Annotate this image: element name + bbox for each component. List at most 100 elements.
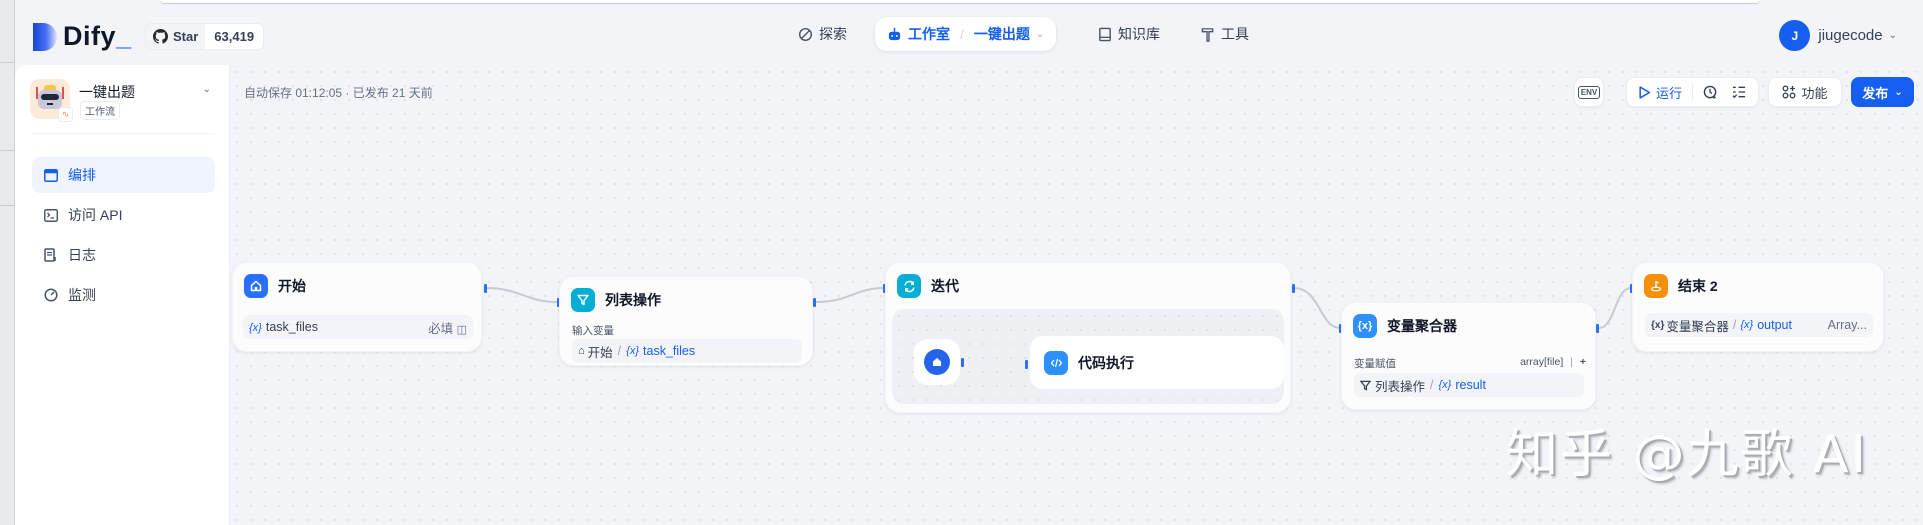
sidebar-item-logs[interactable]: 日志: [32, 237, 215, 273]
start-variable-row[interactable]: {x}task_files 必填 ◫: [243, 315, 473, 339]
sidebar-item-orchestrate[interactable]: 编排: [32, 157, 215, 193]
nav-tools[interactable]: 工具: [1201, 17, 1249, 51]
background-window-edge: [0, 0, 15, 525]
nav-studio[interactable]: 工作室 / 一键出题 ⌄: [875, 17, 1057, 51]
run-toolbar: 运行: [1626, 77, 1759, 107]
filter-icon: [1360, 380, 1371, 391]
chevron-down-icon: ⌄: [1888, 30, 1897, 41]
gauge-icon: [44, 288, 58, 302]
checklist-icon[interactable]: [1732, 85, 1747, 99]
input-handle[interactable]: [1630, 284, 1633, 293]
star-label: Star: [173, 29, 199, 44]
play-icon: [1639, 85, 1651, 99]
output-handle[interactable]: [1292, 284, 1295, 293]
code-icon: [1044, 350, 1068, 375]
variable-icon: {x}: [1438, 379, 1452, 391]
user-name: jiugecode: [1818, 27, 1883, 44]
node-end[interactable]: 结束 2 {x} 变量聚合器 / {x} output Array...: [1632, 262, 1884, 352]
output-handle[interactable]: [961, 358, 964, 367]
filter-icon: [571, 288, 595, 312]
grid-icon: [1783, 85, 1796, 99]
history-icon[interactable]: [1703, 85, 1718, 100]
input-handle[interactable]: [1339, 324, 1342, 333]
github-icon: [153, 29, 168, 44]
terminal-icon: [44, 208, 58, 222]
star-count: 63,419: [205, 24, 264, 49]
node-title: 迭代: [931, 278, 959, 294]
loop-icon: [897, 274, 921, 298]
book-icon: [1099, 27, 1111, 41]
node-start[interactable]: 开始 {x}task_files 必填 ◫: [232, 262, 482, 352]
node-iteration[interactable]: 迭代 代码执行: [885, 262, 1291, 413]
variable-icon: {x}: [249, 322, 262, 334]
node-title: 代码执行: [1078, 354, 1134, 371]
flag-end-icon: [1644, 274, 1668, 298]
variable-icon: {x}: [626, 345, 640, 357]
chevron-down-icon[interactable]: ⌄: [1035, 28, 1045, 40]
required-label: 必填: [428, 321, 454, 336]
input-handle[interactable]: [1025, 360, 1028, 369]
features-button[interactable]: 功能: [1768, 77, 1842, 107]
end-output-row[interactable]: {x} 变量聚合器 / {x} output Array...: [1645, 313, 1873, 337]
input-variable-label: 输入变量: [572, 325, 614, 337]
background-window-strip: [0, 0, 1923, 7]
variable-icon: {x}: [1353, 314, 1377, 338]
avatar: J: [1779, 20, 1811, 51]
env-button[interactable]: ENV: [1574, 77, 1604, 107]
nav-explore[interactable]: 探索: [798, 17, 847, 51]
divider: [30, 133, 214, 134]
iteration-start-node[interactable]: [914, 339, 960, 385]
node-list-operation[interactable]: 列表操作 输入变量 ⌂ 开始 / {x} task_files: [559, 276, 813, 366]
home-icon: [244, 274, 268, 298]
input-handle[interactable]: [557, 298, 560, 307]
dify-logo[interactable]: Dify_: [33, 21, 132, 52]
type-label: Array...: [1827, 318, 1867, 332]
file-icon: ◫: [456, 323, 467, 336]
input-variable-row[interactable]: ⌂ 开始 / {x} task_files: [572, 339, 802, 363]
chevron-down-icon: ⌄: [1894, 86, 1903, 98]
type-label: array[file]: [1520, 356, 1564, 368]
layout-icon: [44, 168, 58, 182]
robot-icon: [888, 27, 901, 40]
node-code-execution[interactable]: 代码执行: [1030, 336, 1284, 389]
publish-button[interactable]: 发布 ⌄: [1851, 77, 1914, 107]
output-handle[interactable]: [484, 284, 487, 293]
app-type-badge: 工作流: [80, 101, 120, 120]
aggregator-variable-row[interactable]: 列表操作 / {x} result: [1354, 373, 1584, 397]
chevron-down-icon[interactable]: ⌄: [202, 84, 211, 95]
variable-name: task_files: [265, 320, 318, 334]
iteration-canvas[interactable]: 代码执行: [892, 309, 1284, 404]
compass-icon: [798, 27, 813, 41]
hammer-icon: [1201, 27, 1214, 42]
run-button[interactable]: 运行: [1638, 83, 1682, 102]
app-switcher[interactable]: ∿ 一键出题 工作流 ⌄: [30, 79, 219, 123]
app-name: 一键出题: [79, 84, 135, 100]
node-title: 结束 2: [1678, 278, 1718, 294]
watermark: 知乎 @九歌 AI: [1506, 425, 1868, 485]
node-title: 变量聚合器: [1387, 318, 1457, 334]
assign-label: 变量赋值: [1354, 358, 1396, 370]
main-nav: 探索 工作室 / 一键出题 ⌄ 知识库 工具: [15, 17, 1923, 51]
node-title: 列表操作: [605, 292, 661, 308]
add-variable-button[interactable]: +: [1579, 356, 1586, 368]
variable-icon: {x}: [1740, 319, 1754, 331]
top-header: Dify_ Star 63,419 探索 工作室 / 一键出题 ⌄ 知识库 工具: [15, 7, 1923, 65]
env-icon: ENV: [1577, 85, 1601, 99]
user-menu[interactable]: J jiugecode ⌄: [1779, 20, 1897, 51]
input-handle[interactable]: [883, 284, 886, 293]
current-app-selector[interactable]: 一键出题: [973, 26, 1030, 42]
variable-icon: {x}: [1651, 319, 1665, 331]
sidebar-item-api[interactable]: 访问 API: [32, 197, 215, 233]
app-sidebar: ∿ 一键出题 工作流 ⌄ 编排 访问 API 日志 监测: [15, 65, 230, 525]
output-handle[interactable]: [813, 298, 816, 307]
save-status: 自动保存 01:12:05 · 已发布 21 天前: [244, 86, 433, 100]
log-icon: [44, 248, 56, 262]
nav-knowledge[interactable]: 知识库: [1098, 17, 1160, 51]
node-variable-aggregator[interactable]: {x} 变量聚合器 变量赋值 array[file] | + 列表操作 / {x…: [1341, 302, 1596, 410]
logo-text: Dify: [63, 21, 117, 51]
github-star-button[interactable]: Star 63,419: [145, 23, 265, 50]
output-handle[interactable]: [1596, 324, 1599, 333]
sidebar-item-monitor[interactable]: 监测: [32, 277, 215, 313]
dify-logo-icon: [33, 22, 57, 51]
node-title: 开始: [278, 278, 306, 294]
